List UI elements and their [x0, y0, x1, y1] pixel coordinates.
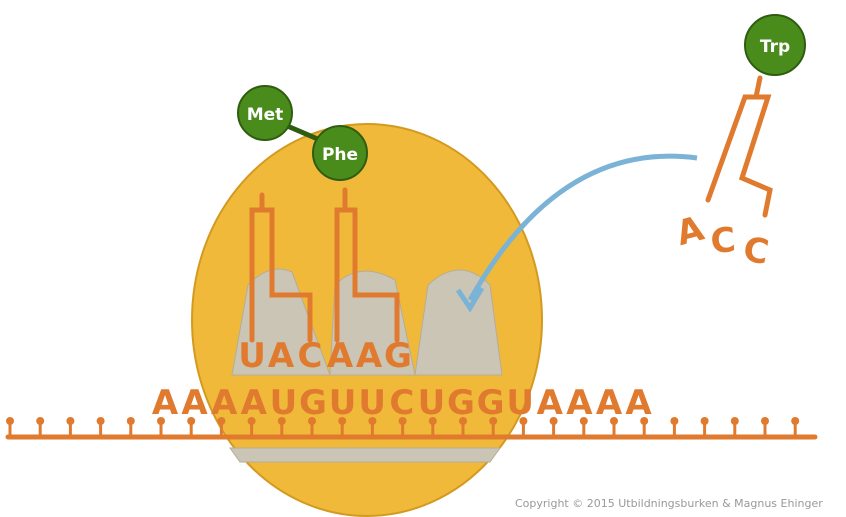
mrna-base: U: [358, 383, 386, 423]
anticodon-base: A: [672, 208, 708, 254]
mrna-base: U: [506, 383, 534, 423]
anticodon-base: A: [356, 336, 383, 376]
arrow-head-icon: [455, 286, 485, 313]
met-phe-bond: [282, 122, 323, 143]
mrna-tick-knob: [247, 417, 256, 425]
anticodon-base: C: [740, 229, 772, 273]
mrna-tick-knob: [459, 417, 467, 425]
mrna-tick-knob: [308, 417, 316, 425]
mrna-tick-knob: [217, 417, 226, 425]
mrna-base: A: [211, 383, 238, 423]
mrna-tick-knob: [187, 417, 196, 425]
trp-label: Trp: [760, 37, 790, 57]
mrna-base: U: [270, 383, 298, 423]
met-label: Met: [247, 105, 284, 125]
mrna-tick-knob: [489, 417, 498, 425]
mrna-base: A: [537, 383, 564, 423]
phe-label: Phe: [322, 145, 358, 165]
mrna-tick-knob: [791, 417, 800, 425]
mrna-tick-knob: [640, 417, 649, 425]
copyright: Copyright © 2015 Utbildningsburken & Mag…: [515, 497, 823, 510]
mrna-tick-knob: [428, 417, 437, 425]
mrna-tick-knob: [579, 417, 588, 425]
mrna-tick-knob: [670, 417, 679, 425]
mrna-tick-knob: [368, 417, 377, 425]
mrna-base: A: [596, 383, 623, 423]
mrna-tick-knob: [700, 417, 709, 425]
anticodon-base: A: [268, 336, 295, 376]
trna-met: [249, 192, 313, 343]
anticodon-base: U: [238, 336, 266, 376]
mrna-base: U: [418, 383, 446, 423]
mrna-base: G: [299, 383, 327, 423]
mrna-tick-knob: [610, 417, 618, 425]
anticodon-base: A: [327, 336, 354, 376]
mrna-tick-knob: [126, 417, 135, 425]
mrna-tick-knob: [730, 417, 739, 425]
trna-phe: [334, 187, 400, 343]
mrna-base: A: [625, 383, 652, 423]
mrna-tick-knob: [277, 417, 286, 425]
mrna-tick-knob: [519, 417, 528, 425]
mrna-base: G: [447, 383, 475, 423]
amino-acids: Met Phe Trp: [237, 14, 806, 181]
mrna-base: G: [477, 383, 505, 423]
mrna-tick-knob: [36, 417, 45, 425]
trna-trp: [705, 75, 773, 218]
mrna-base: A: [566, 383, 593, 423]
trna-group: [249, 75, 773, 343]
anticodon-base: G: [384, 336, 412, 376]
lower-site: [229, 447, 501, 463]
mrna-tick-knob: [761, 417, 769, 425]
mrna-base: A: [241, 383, 268, 423]
mrna-base: C: [389, 383, 414, 423]
mrna-ticks: [6, 417, 800, 437]
incoming-arrow: [467, 153, 698, 302]
mrna-base: A: [181, 383, 208, 423]
mrna-tick-knob: [6, 417, 14, 425]
anticodon-base: C: [298, 336, 323, 376]
mrna-tick-knob: [157, 417, 165, 425]
mrna-tick-knob: [96, 417, 105, 425]
mrna-tick-knob: [66, 417, 75, 425]
mrna-tick-knob: [338, 417, 347, 425]
e-site: [414, 269, 503, 376]
mrna-base: U: [329, 383, 357, 423]
mrna-tick-knob: [398, 417, 407, 425]
mrna-tick-knob: [549, 417, 558, 425]
mrna-base: A: [152, 383, 179, 423]
anticodon-base: C: [709, 220, 737, 262]
